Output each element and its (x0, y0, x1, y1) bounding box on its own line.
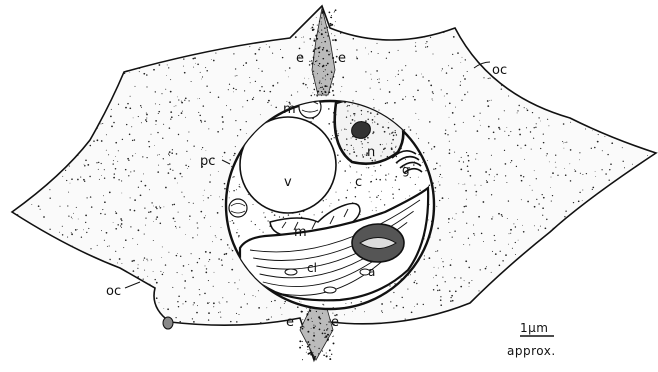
nucleolus (352, 122, 371, 139)
label-c: c (355, 175, 362, 190)
label-e-bottom-left: e (286, 315, 294, 330)
label-oc-left: oc (106, 284, 121, 299)
label-cl: cl (307, 261, 317, 275)
label-e-top-left: e (296, 51, 304, 66)
label-n: n (367, 145, 375, 160)
oc-left-leader (125, 282, 140, 288)
label-g: g (402, 163, 410, 177)
label-m-center: m (294, 225, 307, 240)
label-e-top-right: e (338, 51, 346, 66)
scale-bar-value: 1µm (520, 321, 548, 335)
label-a: a (368, 265, 375, 279)
edge-blob (163, 317, 173, 329)
label-v: v (284, 175, 292, 190)
label-m-top: m (283, 102, 296, 117)
scale-bar-note: approx. (507, 344, 556, 358)
label-e-bottom-right: e (331, 315, 339, 330)
label-oc-top: oc (492, 63, 507, 78)
label-pc: pc (200, 154, 215, 169)
chloroplast-granule-2 (324, 287, 336, 293)
chloroplast-granule-1 (285, 269, 297, 275)
mitochondrion-left (229, 199, 247, 217)
